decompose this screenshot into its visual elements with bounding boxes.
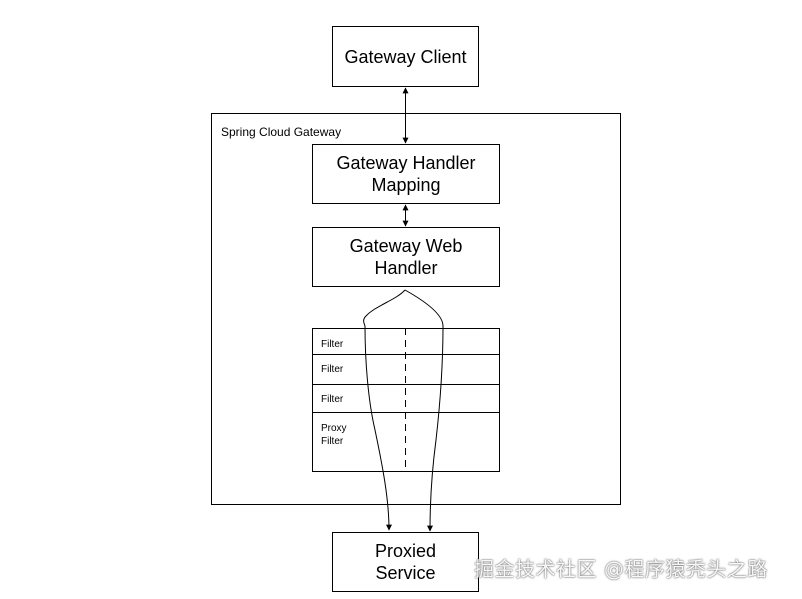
gateway-client-label: Gateway Client: [344, 46, 467, 67]
proxy-filter-label: Proxy Filter: [321, 423, 347, 447]
gateway-web-handler-label: Gateway Web Handler: [349, 236, 463, 278]
proxy-filter-row: Proxy Filter: [313, 413, 499, 473]
container-label: Spring Cloud Gateway: [221, 125, 342, 139]
proxied-service-node: Proxied Service: [332, 532, 479, 592]
filter-row: Filter: [313, 329, 499, 355]
filter-label: Filter: [321, 364, 344, 375]
filter-row: Filter: [313, 385, 499, 413]
filter-chain: Filter Filter Filter Proxy Filter: [312, 328, 500, 472]
filter-label: Filter: [321, 339, 344, 350]
watermark-text: 掘金技术社区 @程序猿秃头之路: [474, 557, 768, 581]
gateway-handler-mapping-label: Gateway Handler Mapping: [336, 153, 476, 195]
gateway-client-node: Gateway Client: [332, 26, 479, 87]
proxied-service-label: Proxied Service: [374, 541, 437, 583]
gateway-handler-mapping-node: Gateway Handler Mapping: [312, 144, 500, 204]
filter-label: Filter: [321, 394, 344, 405]
filter-row: Filter: [313, 355, 499, 385]
gateway-web-handler-node: Gateway Web Handler: [312, 227, 500, 287]
